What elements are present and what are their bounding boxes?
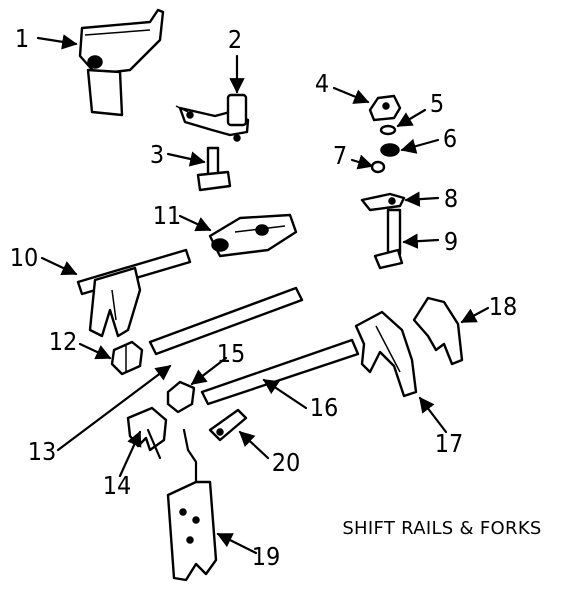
part-18-fork bbox=[412, 296, 464, 366]
callout-19: 19 bbox=[252, 542, 281, 571]
part-5-washer bbox=[379, 124, 397, 136]
callout-4: 4 bbox=[315, 69, 329, 98]
part-16-rail bbox=[200, 338, 360, 406]
part-10-rail-fork bbox=[76, 248, 192, 338]
callout-10: 10 bbox=[10, 243, 39, 272]
part-12-block bbox=[110, 340, 144, 376]
part-13-rail bbox=[148, 286, 304, 356]
part-14-bracket bbox=[126, 406, 168, 460]
part-1-shift-bracket bbox=[78, 8, 165, 117]
part-9-pin bbox=[373, 208, 404, 270]
part-11-interlock bbox=[208, 213, 298, 258]
callout-20: 20 bbox=[272, 448, 301, 477]
callout-11: 11 bbox=[153, 201, 182, 230]
callout-13: 13 bbox=[28, 437, 57, 466]
callout-12: 12 bbox=[49, 327, 78, 356]
callout-8: 8 bbox=[444, 184, 458, 213]
callout-2: 2 bbox=[228, 25, 242, 54]
diagram-caption: SHIFT RAILS & FORKS bbox=[342, 518, 541, 539]
part-7-ball bbox=[370, 160, 386, 174]
callout-14: 14 bbox=[103, 471, 132, 500]
callout-7: 7 bbox=[333, 141, 347, 170]
part-4-detent bbox=[368, 94, 402, 122]
callout-18: 18 bbox=[489, 292, 518, 321]
callout-labels: 1 2 3 4 5 6 7 8 9 10 11 12 13 14 15 16 1… bbox=[10, 24, 518, 571]
part-8-clip bbox=[360, 192, 406, 212]
callout-9: 9 bbox=[444, 227, 458, 256]
callout-6: 6 bbox=[443, 124, 457, 153]
part-17-fork bbox=[354, 310, 418, 398]
part-15-detent bbox=[166, 380, 196, 414]
callout-5: 5 bbox=[430, 89, 444, 118]
callout-3: 3 bbox=[150, 140, 164, 169]
callout-1: 1 bbox=[15, 24, 29, 53]
part-19-fork-plate bbox=[166, 428, 218, 582]
leader-lines bbox=[36, 34, 490, 555]
part-3-pin bbox=[196, 146, 232, 192]
part-6-nut bbox=[380, 143, 400, 157]
part-2-shift-lever bbox=[175, 93, 250, 142]
callout-17: 17 bbox=[435, 429, 464, 458]
part-20-pin bbox=[208, 408, 248, 442]
callout-15: 15 bbox=[217, 339, 246, 368]
callout-16: 16 bbox=[310, 393, 339, 422]
